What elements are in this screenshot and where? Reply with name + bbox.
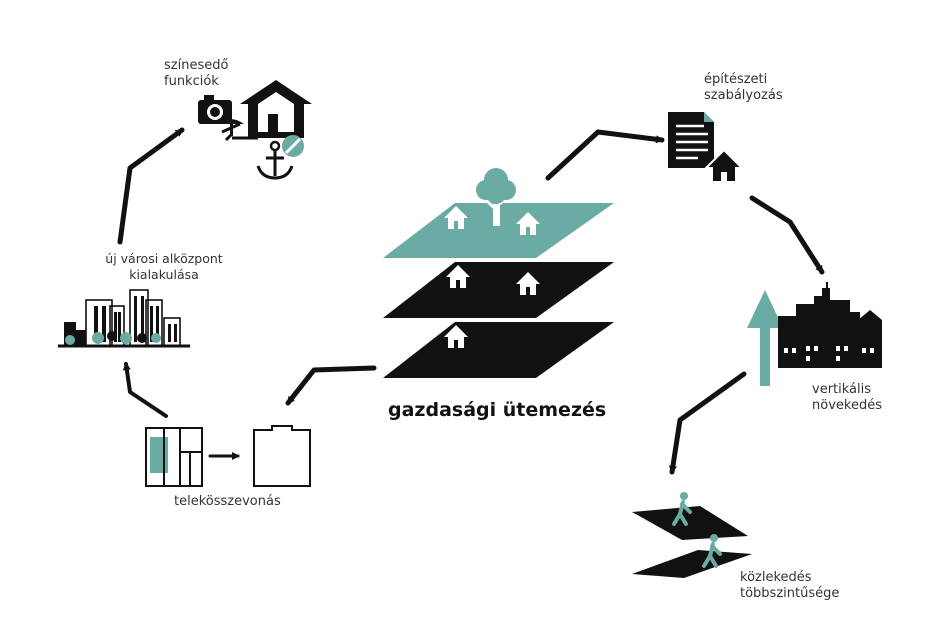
label-line: telekösszevonás [174, 494, 281, 509]
camera-icon [198, 95, 232, 124]
anchor-icon [256, 140, 294, 180]
label-plot-merging: telekösszevonás [174, 494, 281, 510]
diagram-title: gazdasági ütemezés [388, 399, 607, 421]
house-icon [444, 206, 468, 229]
label-line: vertikális [812, 382, 872, 397]
vertical-growth-icon [747, 282, 882, 386]
arrow-plot-to-center [122, 362, 168, 418]
multilevel-transport-icon [632, 492, 752, 578]
home-icon [240, 80, 312, 138]
house-icon [444, 325, 468, 348]
label-line: funkciók [164, 74, 219, 89]
colored-functions-icons [198, 80, 312, 180]
label-architectural-regulation: építészeti szabályozás [704, 72, 783, 104]
label-colored-functions: színesedő funkciók [164, 58, 228, 90]
arrow-to-plot [285, 365, 377, 406]
document-house-icon [668, 112, 745, 183]
label-line: többszintűsége [740, 586, 840, 601]
layer-top [383, 203, 614, 258]
label-line: szabályozás [704, 88, 783, 103]
plots-before-icon [145, 427, 203, 487]
arrow-center-to-functions [117, 127, 185, 245]
pedestrian-icon [702, 534, 722, 568]
arrow-to-regulation [545, 129, 665, 181]
label-line: új városi alközpont [105, 251, 223, 266]
skyline-icon [778, 282, 882, 368]
house-icon [516, 212, 540, 235]
label-line: növekedés [812, 398, 882, 413]
arrow-to-transport [668, 371, 747, 475]
sunbed-icon [218, 119, 258, 142]
stacked-layers-graphic [383, 168, 614, 378]
house-icon [516, 272, 540, 295]
plot-merging-icons [145, 425, 311, 487]
plots-after-icon [253, 425, 311, 487]
walkway-lower [632, 550, 752, 578]
layer-middle [383, 262, 614, 318]
walkway-upper [632, 506, 748, 540]
no-smoking-icon [282, 135, 304, 157]
label-line: építészeti [704, 72, 768, 87]
label-sub-center: új városi alközpont kialakulása [98, 251, 230, 283]
label-vertical-growth: vertikális növekedés [812, 382, 882, 414]
label-line: színesedő [164, 58, 229, 73]
label-line: kialakulása [129, 267, 199, 282]
city-skyline-icon [58, 289, 190, 348]
tree-icon [476, 168, 516, 226]
house-icon [446, 265, 470, 288]
pedestrian-icon [672, 492, 692, 526]
label-multilevel-transport: közlekedés többszintűsége [740, 570, 839, 602]
layer-bottom [383, 322, 614, 378]
cycle-arrows [117, 127, 825, 475]
label-line: közlekedés [740, 570, 812, 585]
arrow-to-vertical [749, 195, 825, 275]
